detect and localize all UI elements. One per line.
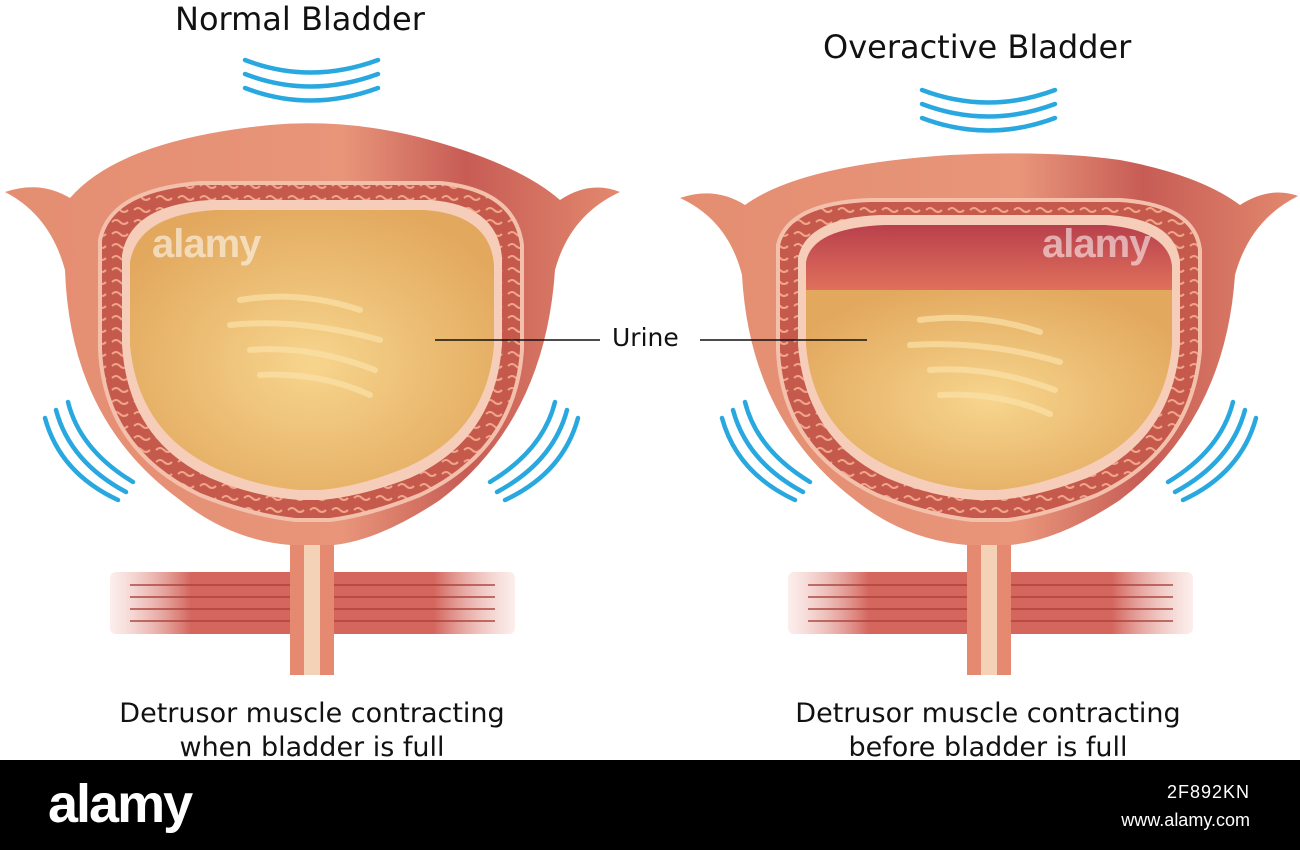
- pressure-arc: [242, 57, 381, 75]
- urine-fill: [806, 290, 1172, 490]
- pressure-arc: [1172, 407, 1248, 495]
- normal-bladder-title: Normal Bladder: [175, 0, 425, 38]
- image-id: 2F892KN: [1166, 782, 1250, 802]
- normal-bladder-illustration: [5, 123, 620, 675]
- caption-line-1: Detrusor muscle contracting: [119, 698, 505, 729]
- pressure-arc: [730, 407, 806, 495]
- urine-swirls: [227, 293, 383, 398]
- caption-line-2: when bladder is full: [179, 732, 445, 763]
- pressure-arc: [919, 115, 1058, 133]
- diagram-svg: [5, 57, 1298, 675]
- pressure-arc: [919, 101, 1058, 119]
- pressure-arc: [919, 87, 1058, 105]
- empty-space: [806, 225, 1172, 290]
- overactive-bladder-caption: Detrusor muscle contracting before bladd…: [768, 697, 1208, 765]
- pressure-arc: [487, 399, 558, 485]
- pressure-arc: [242, 71, 381, 89]
- stock-footer-bar: alamy 2F892KN www.alamy.com: [0, 760, 1300, 850]
- pressure-arc: [53, 407, 129, 495]
- pressure-arc: [242, 85, 381, 103]
- urine-swirls: [907, 314, 1063, 417]
- pressure-arc: [42, 415, 121, 503]
- watermark: alamy: [152, 222, 261, 266]
- watermark: alamy: [1042, 222, 1151, 266]
- alamy-logo: alamy: [48, 774, 193, 834]
- pressure-arcs: [42, 57, 1259, 503]
- overactive-bladder-title: Overactive Bladder: [823, 28, 1132, 66]
- urine-label: Urine: [612, 323, 679, 352]
- pressure-arc: [1180, 415, 1259, 503]
- pressure-arc: [742, 399, 813, 485]
- pressure-arc: [65, 399, 136, 485]
- bladder-diagram: Normal Bladder Overactive Bladder Urine …: [5, 0, 1298, 763]
- normal-bladder-caption: Detrusor muscle contracting when bladder…: [92, 697, 532, 765]
- footer-url: www.alamy.com: [1121, 810, 1250, 830]
- pressure-arc: [719, 415, 798, 503]
- overactive-bladder-illustration: [680, 153, 1298, 675]
- pressure-arc: [502, 415, 581, 503]
- pressure-arc: [494, 407, 570, 495]
- pressure-arc: [1165, 399, 1236, 485]
- caption-line-2: before bladder is full: [848, 732, 1128, 763]
- caption-line-1: Detrusor muscle contracting: [795, 698, 1181, 729]
